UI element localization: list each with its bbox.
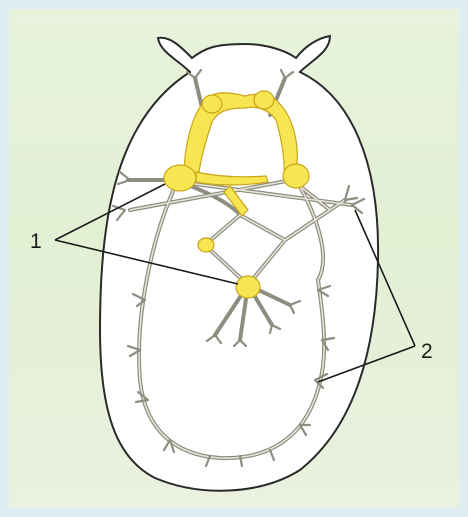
- ganglion-top-left: [202, 95, 222, 113]
- ganglion-top-right: [254, 91, 274, 109]
- callout-label-2: 2: [421, 340, 433, 363]
- ganglion-right: [283, 164, 309, 188]
- callout-label-1: 1: [30, 230, 42, 253]
- ganglion-lower: [236, 276, 260, 298]
- ganglion-left: [164, 165, 196, 191]
- ganglion-mid: [198, 238, 214, 252]
